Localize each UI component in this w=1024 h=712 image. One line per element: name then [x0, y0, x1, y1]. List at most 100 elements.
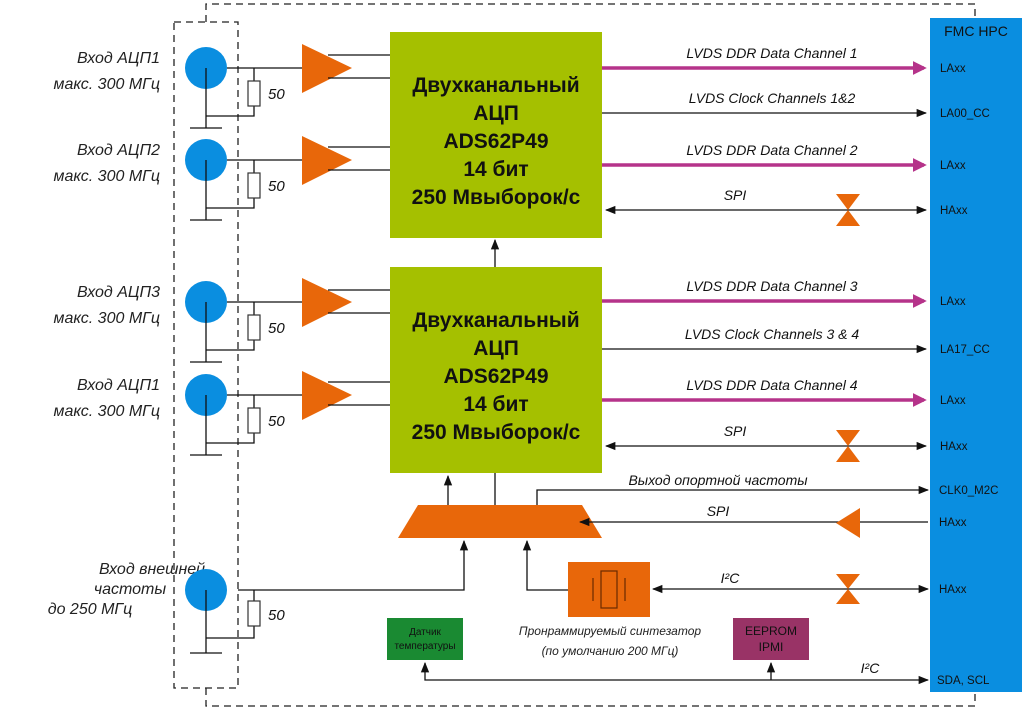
connector-panel-outline — [173, 21, 239, 689]
adc-2-line1: Двухканальный — [412, 309, 579, 332]
resistor-value: 50 — [268, 178, 285, 195]
diff-pair-lines — [328, 54, 390, 79]
adc-input-channel: Вход АЦП1 макс. 300 МГц 50 — [54, 371, 390, 456]
synth-caption-1: Пронраммируемый синтезатор — [519, 624, 701, 638]
signal-ref-clock-label: Выход опортной частоты — [628, 472, 808, 488]
fmc-pin-label: HAxx — [940, 441, 968, 453]
buffer-triangle-icon — [836, 508, 860, 538]
fmc-pin-label: LAxx — [940, 296, 966, 308]
fmc-pin-label: LA17_CC — [940, 344, 990, 356]
signal-label: LVDS Clock Channels 1&2 — [689, 90, 856, 106]
fmc-hpc-title: FMC HPC — [944, 23, 1008, 39]
signal-row: LVDS Clock Channels 3 & 4 LA17_CC — [602, 326, 990, 356]
pin-haxx-3: HAxx — [939, 517, 967, 529]
signal-i2c-1-label: I²C — [721, 570, 741, 586]
resistor-value: 50 — [268, 320, 285, 337]
input-wiring — [190, 301, 304, 363]
adc-input-channel: Вход АЦП3 макс. 300 МГц 50 — [54, 278, 390, 363]
diff-pair-lines — [328, 381, 390, 406]
eeprom-block: EEPROM IPMI — [733, 618, 809, 660]
amplifier-icon — [302, 44, 352, 93]
adc-block-1: Двухканальный АЦП ADS62P49 14 бит 250 Мв… — [390, 32, 602, 238]
signal-row: LVDS DDR Data Channel 4 LAxx — [602, 377, 966, 407]
signal-row: LVDS DDR Data Channel 3 LAxx — [602, 278, 966, 308]
pin-clk0-m2c: CLK0_M2C — [939, 485, 998, 497]
signal-row: SPI HAxx — [604, 423, 968, 462]
temp-sensor-line1: Датчик — [409, 627, 441, 638]
resistor-value: 50 — [268, 86, 285, 103]
synthesizer-block — [568, 562, 650, 617]
input-label-line2: макс. 300 МГц — [54, 168, 160, 185]
signal-spi-3-label: SPI — [707, 503, 730, 519]
crystal-icon — [600, 570, 618, 609]
adc-1-line3: ADS62P49 — [443, 130, 548, 153]
diff-pair-lines — [328, 289, 390, 314]
resistor-icon — [247, 80, 261, 107]
pin-sda-scl: SDA, SCL — [937, 675, 990, 687]
board-outline — [205, 3, 976, 707]
signal-label: SPI — [724, 187, 747, 203]
fmc-pin-label: HAxx — [940, 205, 968, 217]
ext-clock-input: Вход внешней частоты до 250 МГц 50 — [48, 561, 285, 654]
adc-2-line5: 250 Мвыборок/с — [412, 421, 581, 444]
ext-clock-label-line1: Вход внешней — [99, 561, 205, 578]
input-label-line1: Вход АЦП1 — [77, 377, 160, 394]
resistor-icon — [247, 172, 261, 199]
eeprom-line1: EEPROM — [745, 624, 797, 638]
adc-2-line3: ADS62P49 — [443, 365, 548, 388]
input-label-line1: Вход АЦП3 — [77, 284, 160, 301]
pin-haxx-4: HAxx — [939, 584, 967, 596]
signal-label: LVDS DDR Data Channel 4 — [686, 377, 857, 393]
synth-to-mux-line — [522, 539, 568, 591]
ext-clock-label-line2: частоты — [94, 581, 167, 598]
diff-pair-lines — [328, 146, 390, 171]
fmc-pin-label: LAxx — [940, 395, 966, 407]
resistor-icon — [247, 600, 261, 627]
input-wiring — [190, 159, 304, 221]
resistor-icon — [247, 314, 261, 341]
synth-caption-2: (по умолчанию 200 МГц) — [542, 644, 679, 658]
signal-label: LVDS DDR Data Channel 3 — [686, 278, 857, 294]
input-label-line1: Вход АЦП1 — [77, 50, 160, 67]
resistor-value: 50 — [268, 413, 285, 430]
ref-clock-out-line — [536, 485, 930, 505]
bidir-buffer-icon — [836, 194, 860, 226]
resistor-icon — [247, 407, 261, 434]
eeprom-line2: IPMI — [759, 640, 784, 654]
ext-clock-label-line3: до 250 МГц — [48, 601, 133, 618]
amplifier-icon — [302, 371, 352, 420]
input-label-line2: макс. 300 МГц — [54, 76, 160, 93]
signal-row: LVDS DDR Data Channel 2 LAxx — [602, 142, 966, 172]
clock-mux — [398, 505, 602, 538]
input-wiring — [190, 67, 304, 129]
bidir-buffer-icon — [836, 574, 860, 604]
fmc-hpc-block — [930, 18, 1022, 692]
temp-sensor-line2: температуры — [394, 641, 455, 652]
input-label-line1: Вход АЦП2 — [77, 142, 160, 159]
resistor-value: 50 — [268, 607, 285, 624]
adc-1-line1: Двухканальный — [412, 74, 579, 97]
adc-1-line4: 14 бит — [463, 158, 528, 181]
adc-2-line4: 14 бит — [463, 393, 528, 416]
adc-1-line2: АЦП — [473, 102, 519, 125]
signal-i2c-2-label: I²C — [861, 660, 881, 676]
fmc-pin-label: LAxx — [940, 160, 966, 172]
adc-input-channel: Вход АЦП1 макс. 300 МГц 50 — [54, 44, 390, 129]
input-label-line2: макс. 300 МГц — [54, 310, 160, 327]
signal-label: LVDS Clock Channels 3 & 4 — [685, 326, 860, 342]
input-wiring — [190, 590, 255, 654]
adc-2-line2: АЦП — [473, 337, 519, 360]
input-label-line2: макс. 300 МГц — [54, 403, 160, 420]
signal-label: SPI — [724, 423, 747, 439]
fmc-pin-label: LA00_CC — [940, 108, 990, 120]
signal-label: LVDS DDR Data Channel 1 — [686, 45, 857, 61]
temp-sensor-block: Датчик температуры — [387, 618, 463, 660]
adc-block-2: Двухканальный АЦП ADS62P49 14 бит 250 Мв… — [390, 267, 602, 473]
amplifier-icon — [302, 278, 352, 327]
signal-row: SPI HAxx — [604, 187, 968, 226]
signal-label: LVDS DDR Data Channel 2 — [686, 142, 857, 158]
amplifier-icon — [302, 136, 352, 185]
adc-1-line5: 250 Мвыборок/с — [412, 186, 581, 209]
